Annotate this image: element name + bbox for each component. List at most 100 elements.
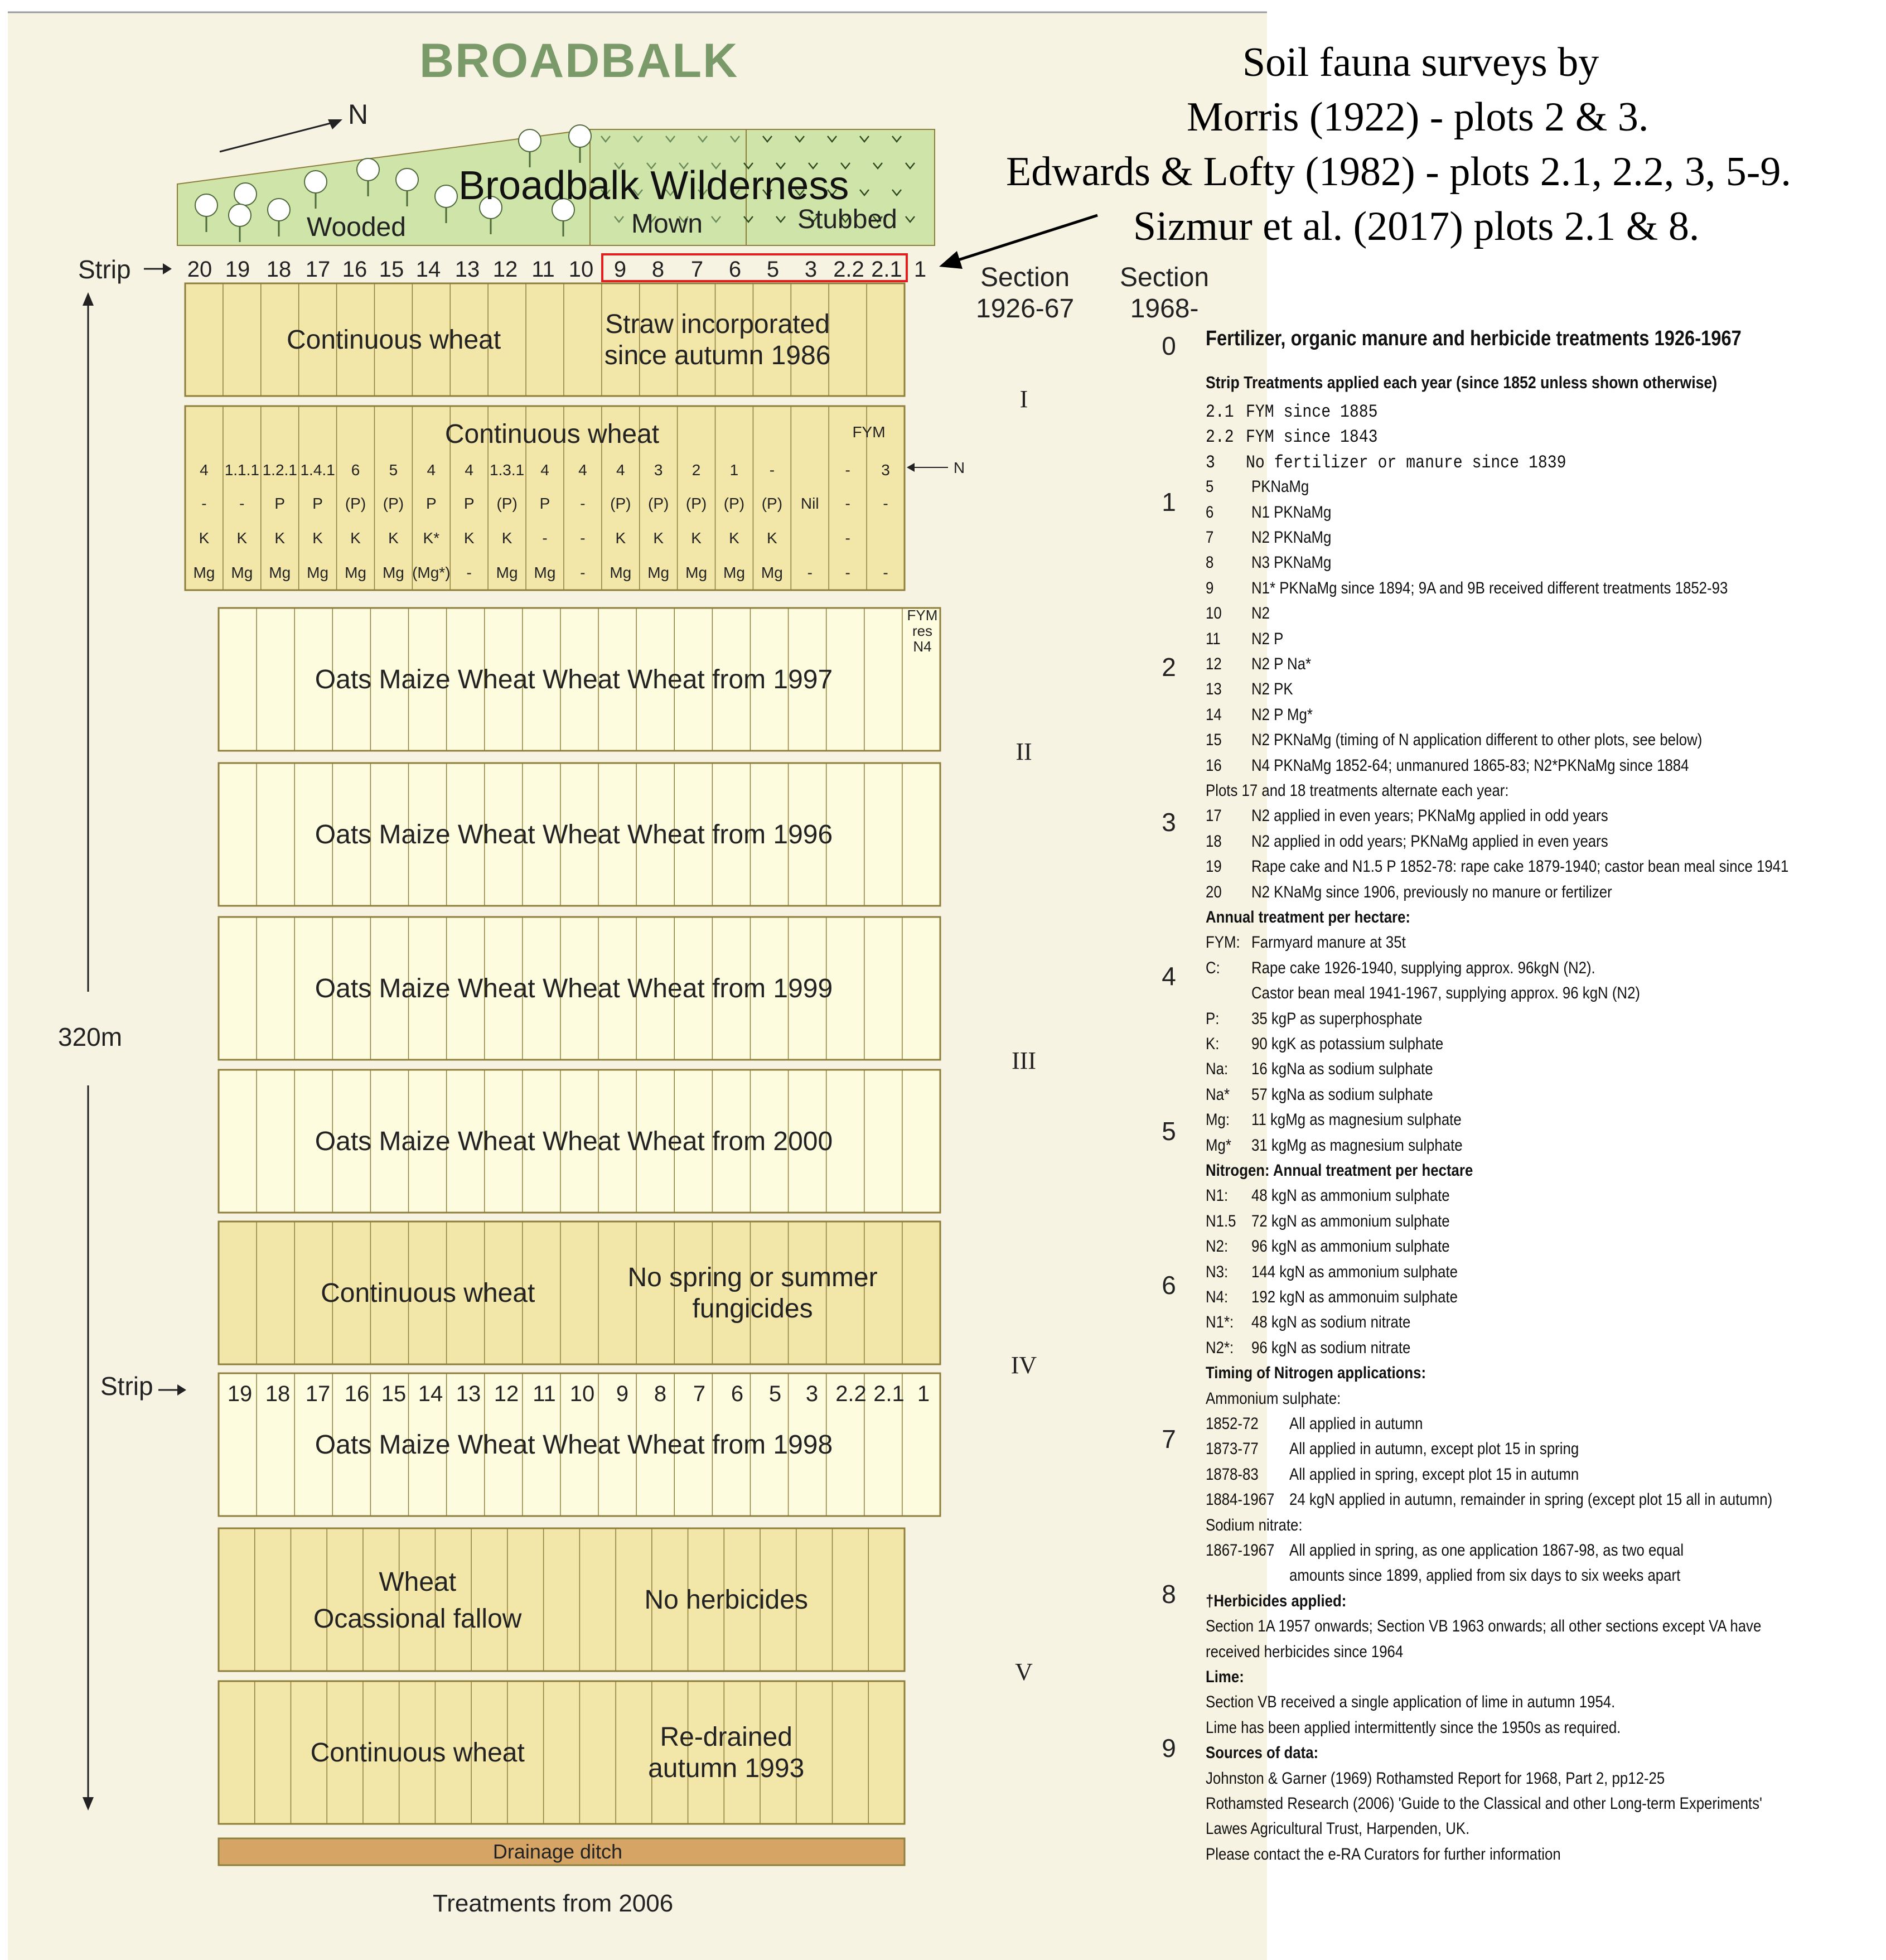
section-label-right: autumn 1993 [648, 1754, 804, 1783]
grass-tuft-icon [711, 162, 721, 170]
grass-tuft-icon [808, 162, 818, 170]
section-label-right: No spring or summer [627, 1263, 877, 1292]
grass-tuft-icon [776, 216, 786, 224]
n-arrow-head-icon [907, 463, 915, 472]
wilderness-stubbed: Stubbed [797, 205, 897, 234]
strip-entry-code: 13 [1206, 680, 1222, 699]
treatment-cell: - [845, 495, 850, 512]
tree-icon [195, 194, 218, 232]
grass-tuft-icon [646, 162, 656, 170]
section-number-new: 6 [1162, 1271, 1176, 1300]
tree-icon [568, 124, 592, 163]
strip-label-top: Strip [78, 255, 131, 284]
section-number-new: 1 [1162, 487, 1176, 516]
treatment-cell: K [350, 529, 361, 547]
strip-number-top: 15 [379, 257, 404, 282]
annual-entry-code: Mg: [1206, 1111, 1230, 1129]
treatment-cell: K [464, 529, 475, 547]
section-rect [217, 916, 941, 1061]
legend-subtitle: Strip Treatments applied each year (sinc… [1206, 373, 1718, 392]
treatment-cell: Mg [761, 564, 783, 581]
section-number-new: 3 [1162, 808, 1176, 837]
nitrogen-entry-code: N1.5 [1206, 1211, 1236, 1230]
section-rect [217, 1069, 941, 1214]
grass-tuft-icon [601, 136, 611, 143]
diagram-title: BROADBALK [419, 34, 739, 88]
grass-tuft-icon [873, 162, 883, 170]
strip-entry-text: N2 P Mg* [1251, 705, 1313, 724]
grass-tuft-icon [614, 162, 624, 170]
section-block-4: Oats Maize Wheat Wheat Wheat from 1999 [217, 916, 941, 1061]
treatment-cell: Mg [647, 564, 669, 581]
treatment-cell: P [426, 495, 437, 512]
strip-number-top: 7 [691, 257, 703, 282]
section-rect [217, 1680, 906, 1825]
tree-icon [267, 198, 291, 236]
grass-tuft-icon [730, 136, 740, 143]
length-arrow-top-icon [83, 292, 94, 306]
section-label-right: No herbicides [644, 1585, 807, 1615]
plots-note: Plots 17 and 18 treatments alternate eac… [1206, 781, 1509, 800]
strip-entry-text: N2 [1251, 604, 1270, 623]
treatment-cell: - [845, 461, 850, 479]
treatment-cell: K [767, 529, 777, 547]
strip-entry-code: 2.2 [1206, 427, 1234, 448]
treatment-cell: 3 [881, 461, 890, 479]
strip-number-lower: 3 [806, 1382, 818, 1406]
alt-entry-code: 19 [1206, 857, 1222, 876]
strip-entry-text: N4 PKNaMg 1852-64; unmanured 1865-83; N2… [1251, 756, 1689, 775]
section-numeral-old: III [1012, 1047, 1036, 1074]
grass-tuft-icon [776, 162, 786, 170]
strip-entry-code: 9 [1206, 578, 1214, 597]
section-number-new: 2 [1162, 653, 1176, 682]
strip-number-top: 10 [569, 257, 594, 282]
timing-entry-code: 1852-72 [1206, 1415, 1259, 1433]
alt-entry-code: 20 [1206, 882, 1222, 901]
strip-number-lower: 9 [616, 1382, 628, 1406]
treatment-cell: 1.2.1 [263, 461, 297, 479]
annual-entry-code: Mg* [1206, 1136, 1231, 1155]
grass-tuft-icon [762, 189, 772, 197]
grass-tuft-icon [795, 189, 805, 197]
strip-number-lower: 17 [306, 1382, 331, 1406]
treatment-cell: Mg [496, 564, 518, 581]
alt-entry-code: 18 [1206, 832, 1222, 851]
strip-number-lower: 2.2 [835, 1382, 867, 1406]
timing-entry-text: All applied in spring, except plot 15 in… [1289, 1465, 1579, 1484]
strip-entry-text: N3 PKNaMg [1251, 553, 1332, 572]
treatment-cell: Mg [231, 564, 253, 581]
treatment-cell: Mg [269, 564, 291, 581]
grass-tuft-icon [762, 136, 772, 143]
grass-tuft-icon [827, 136, 837, 143]
nitrogen-entry-text: 48 kgN as ammonium sulphate [1251, 1186, 1450, 1205]
section-block-5: Oats Maize Wheat Wheat Wheat from 2000 [217, 1069, 941, 1214]
treatment-cell: 6 [351, 461, 360, 479]
strip-entry-code: 11 [1206, 629, 1221, 648]
strip-entry-code: 15 [1206, 731, 1222, 750]
tree-icon [552, 198, 575, 236]
fym-res-label: N4 [913, 638, 931, 655]
treatment-cell: (P) [648, 495, 669, 512]
strip-number-lower: 2.1 [873, 1382, 905, 1406]
grass-tuft-icon [614, 216, 624, 224]
strip-number-top: 17 [306, 257, 331, 282]
drainage-ditch [217, 1837, 906, 1866]
section-label-right: Re-drained [660, 1722, 792, 1752]
strip-arrow-head-icon [163, 263, 172, 274]
treatment-cell: K [274, 529, 285, 547]
tree-crown [195, 194, 218, 217]
strip-number-lower: 16 [345, 1382, 370, 1406]
treatment-cell: K* [423, 529, 440, 547]
fym-label: FYM [852, 423, 885, 441]
treatment-cell: 4 [540, 461, 549, 479]
herbicide-heading: †Herbicides applied: [1206, 1591, 1347, 1610]
sodium-entry-text: All applied in spring, as one applicatio… [1289, 1541, 1684, 1560]
treatment-cell: K [691, 529, 702, 547]
strip-entry-code: 5 [1206, 477, 1214, 496]
treatment-cell: (P) [345, 495, 366, 512]
wilderness-open-area [589, 129, 935, 246]
timing-entry-text: 24 kgN applied in autumn, remainder in s… [1289, 1490, 1773, 1509]
